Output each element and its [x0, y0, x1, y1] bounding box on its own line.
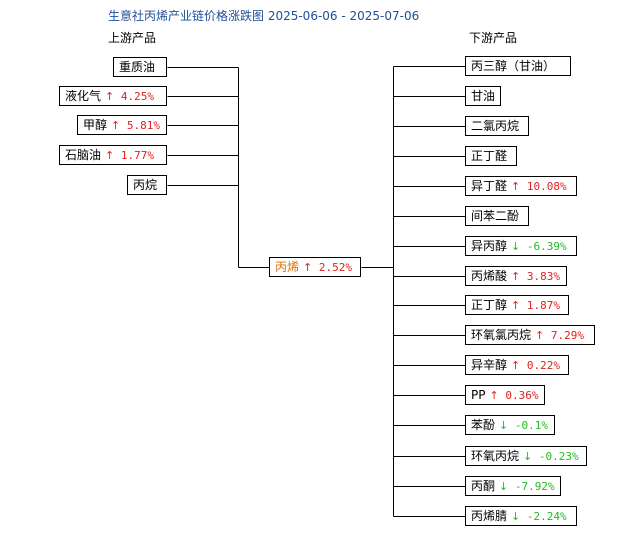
- node-name: 重质油: [119, 60, 156, 74]
- node-name: 液化气: [65, 89, 102, 103]
- upstream-node[interactable]: 甲醇↑ 5.81%: [77, 115, 167, 135]
- change-value: 0.36%: [505, 389, 539, 402]
- arrow-up-icon: ↑: [105, 149, 115, 162]
- downstream-header: 下游产品: [469, 31, 518, 45]
- change-indicator: ↑ 1.77%: [105, 149, 154, 162]
- downstream-node[interactable]: 丙烯酸↑ 3.83%: [465, 266, 567, 286]
- arrow-up-icon: ↑: [535, 329, 545, 342]
- node-name: 甲醇: [83, 118, 108, 132]
- arrow-up-icon: ↑: [511, 359, 521, 372]
- change-indicator: ↑ 0.22%: [511, 359, 560, 372]
- upstream-node[interactable]: 重质油: [113, 57, 167, 77]
- downstream-node[interactable]: 正丁醇↑ 1.87%: [465, 295, 569, 315]
- change-indicator: ↑ 3.83%: [511, 270, 560, 283]
- change-value: 0.22%: [526, 359, 560, 372]
- arrow-up-icon: ↑: [489, 389, 499, 402]
- node-name: 异丙醇: [471, 239, 508, 253]
- change-indicator: ↓ -7.92%: [499, 480, 555, 493]
- downstream-node[interactable]: 苯酚↓ -0.1%: [465, 415, 555, 435]
- change-value: 3.83%: [526, 270, 560, 283]
- arrow-up-icon: ↑: [105, 90, 115, 103]
- arrow-down-icon: ↓: [499, 480, 509, 493]
- upstream-node[interactable]: 液化气↑ 4.25%: [59, 86, 167, 106]
- node-name: 异丁醛: [471, 179, 508, 193]
- change-value: -0.1%: [514, 419, 548, 432]
- change-value: -2.24%: [526, 510, 567, 523]
- downstream-node[interactable]: 正丁醛: [465, 146, 517, 166]
- downstream-node[interactable]: 二氯丙烷: [465, 116, 529, 136]
- node-name: 正丁醇: [471, 298, 508, 312]
- downstream-node[interactable]: 异丁醛↑ 10.08%: [465, 176, 577, 196]
- change-indicator: ↑ 2.52%: [303, 261, 352, 274]
- change-value: 7.29%: [550, 329, 584, 342]
- downstream-node[interactable]: 异丙醇↓ -6.39%: [465, 236, 577, 256]
- change-value: -7.92%: [514, 480, 555, 493]
- arrow-down-icon: ↓: [523, 450, 533, 463]
- downstream-node[interactable]: 间苯二酚: [465, 206, 529, 226]
- node-name: 二氯丙烷: [471, 119, 520, 133]
- upstream-node[interactable]: 石脑油↑ 1.77%: [59, 145, 167, 165]
- change-indicator: ↓ -2.24%: [511, 510, 567, 523]
- node-name: 间苯二酚: [471, 209, 520, 223]
- change-value: -6.39%: [526, 240, 567, 253]
- change-value: 1.77%: [120, 149, 154, 162]
- downstream-node[interactable]: 环氧氯丙烷↑ 7.29%: [465, 325, 595, 345]
- downstream-node[interactable]: 丙三醇（甘油）: [465, 56, 571, 76]
- arrow-up-icon: ↑: [511, 180, 521, 193]
- node-name: 甘油: [471, 89, 496, 103]
- change-value: 4.25%: [120, 90, 154, 103]
- chart-title: 生意社丙烯产业链价格涨跌图 2025-06-06 - 2025-07-06: [108, 9, 420, 23]
- change-value: -0.23%: [538, 450, 579, 463]
- node-name: 丙三醇（甘油）: [471, 59, 556, 73]
- downstream-node[interactable]: 甘油: [465, 86, 501, 106]
- upstream-node[interactable]: 丙烷: [127, 175, 167, 195]
- change-indicator: ↑ 7.29%: [535, 329, 584, 342]
- arrow-up-icon: ↑: [303, 261, 313, 274]
- change-indicator: ↓ -6.39%: [511, 240, 567, 253]
- downstream-node[interactable]: PP↑ 0.36%: [465, 385, 545, 405]
- node-name: 丙烯酸: [471, 269, 508, 283]
- arrow-down-icon: ↓: [499, 419, 509, 432]
- node-name: 丙酮: [471, 479, 496, 493]
- node-name: 丙烷: [133, 178, 158, 192]
- change-value: 10.08%: [526, 180, 567, 193]
- change-indicator: ↑ 4.25%: [105, 90, 154, 103]
- arrow-down-icon: ↓: [511, 240, 521, 253]
- change-indicator: ↑ 0.36%: [489, 389, 538, 402]
- change-value: 1.87%: [526, 299, 560, 312]
- change-value: 2.52%: [318, 261, 352, 274]
- node-name: 环氧丙烷: [471, 449, 520, 463]
- node-name: PP: [471, 388, 486, 402]
- node-name: 丙烯腈: [471, 509, 508, 523]
- change-indicator: ↑ 1.87%: [511, 299, 560, 312]
- node-name: 正丁醛: [471, 149, 508, 163]
- downstream-node[interactable]: 丙酮↓ -7.92%: [465, 476, 561, 496]
- arrow-down-icon: ↓: [511, 510, 521, 523]
- change-indicator: ↑ 5.81%: [111, 119, 160, 132]
- node-name: 环氧氯丙烷: [471, 328, 532, 342]
- change-indicator: ↓ -0.23%: [523, 450, 579, 463]
- node-name: 异辛醇: [471, 358, 508, 372]
- change-value: 5.81%: [126, 119, 160, 132]
- center-node[interactable]: 丙烯↑ 2.52%: [269, 257, 361, 277]
- downstream-node[interactable]: 环氧丙烷↓ -0.23%: [465, 446, 587, 466]
- change-indicator: ↓ -0.1%: [499, 419, 548, 432]
- arrow-up-icon: ↑: [111, 119, 121, 132]
- downstream-node[interactable]: 异辛醇↑ 0.22%: [465, 355, 569, 375]
- node-name: 石脑油: [65, 148, 102, 162]
- node-name: 苯酚: [471, 418, 496, 432]
- node-name: 丙烯: [275, 260, 300, 274]
- arrow-up-icon: ↑: [511, 299, 521, 312]
- arrow-up-icon: ↑: [511, 270, 521, 283]
- upstream-header: 上游产品: [108, 31, 157, 45]
- downstream-node[interactable]: 丙烯腈↓ -2.24%: [465, 506, 577, 526]
- change-indicator: ↑ 10.08%: [511, 180, 567, 193]
